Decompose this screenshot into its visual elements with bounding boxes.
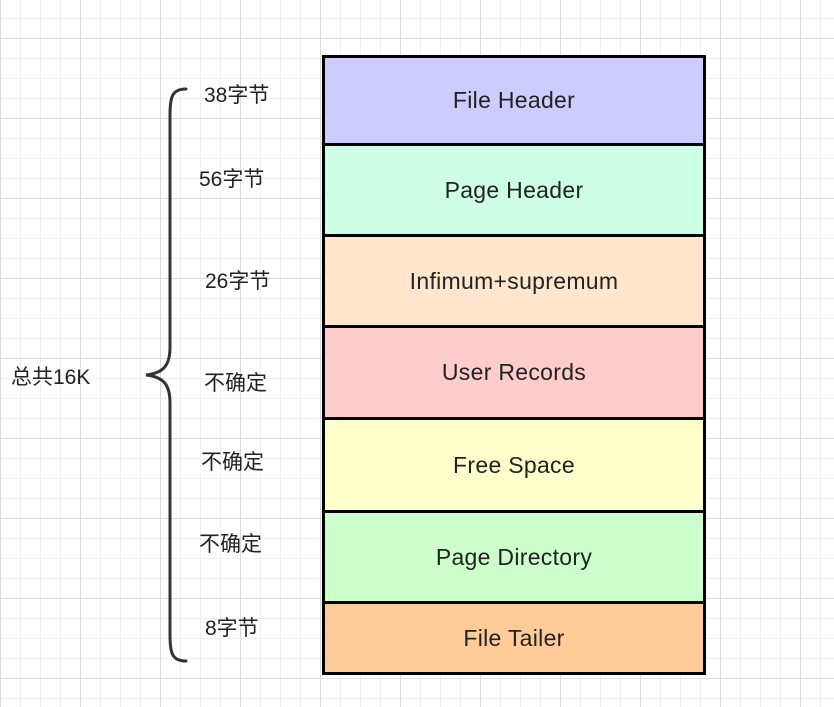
block-label: Free Space	[453, 451, 575, 478]
block-label: User Records	[441, 359, 587, 385]
size-label-infimum-supremum: 26字节	[205, 270, 271, 293]
block-page-header: Page Header	[322, 143, 706, 237]
block-label: File Tailer	[463, 624, 565, 651]
block-label: Infimum+supremum	[409, 267, 619, 294]
block-label: Page Directory	[435, 543, 593, 570]
size-label-page-directory: 不确定	[199, 533, 262, 556]
size-label-file-tailer: 8字节	[205, 617, 259, 640]
curly-brace-icon	[145, 87, 188, 663]
block-label: File Header	[452, 87, 576, 113]
size-label-user-records: 不确定	[204, 372, 267, 395]
block-file-tailer: File Tailer	[322, 601, 706, 675]
block-user-records: User Records	[322, 325, 706, 420]
block-label: Page Header	[444, 176, 584, 203]
block-page-directory: Page Directory	[322, 510, 706, 604]
total-size-label: 总共16K	[11, 366, 91, 389]
size-label-free-space: 不确定	[201, 451, 264, 474]
block-infimum-supremum: Infimum+supremum	[322, 234, 706, 328]
block-file-header: File Header	[322, 55, 706, 146]
block-free-space: Free Space	[322, 417, 706, 513]
size-label-file-header: 38字节	[204, 84, 270, 107]
size-label-page-header: 56字节	[199, 168, 265, 191]
